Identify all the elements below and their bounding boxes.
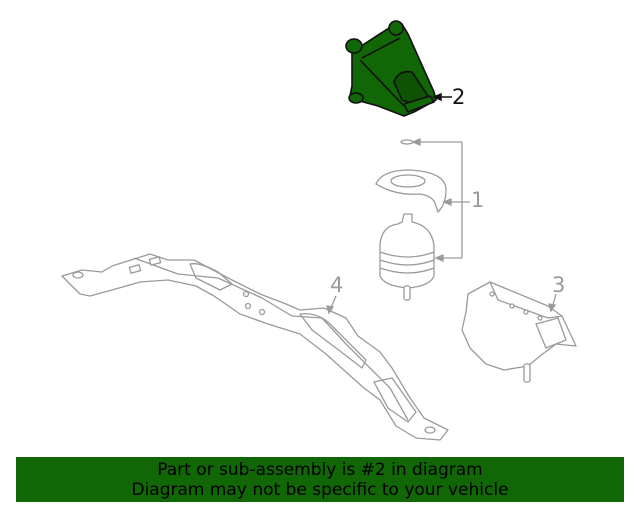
callout-number-2[interactable]: 2 bbox=[452, 85, 466, 109]
callout-number-4[interactable]: 4 bbox=[330, 273, 344, 297]
crossmember-part-4[interactable] bbox=[61, 253, 449, 441]
callout-number-3[interactable]: 3 bbox=[552, 273, 566, 297]
banner-line-disclaimer: Diagram may not be specific to your vehi… bbox=[131, 480, 509, 500]
banner-line-part-number: Part or sub-assembly is #2 in diagram bbox=[157, 460, 483, 480]
callout-number-1[interactable]: 1 bbox=[471, 188, 485, 212]
leader-3 bbox=[548, 293, 557, 313]
diagram-notice-banner: Part or sub-assembly is #2 in diagram Di… bbox=[16, 457, 624, 502]
leader-4 bbox=[326, 295, 337, 315]
leader-2 bbox=[432, 92, 452, 102]
leader-1 bbox=[411, 138, 470, 262]
transmission-mount-part-3[interactable] bbox=[461, 281, 577, 383]
mount-assembly-part-1[interactable] bbox=[375, 139, 447, 301]
bracket-part-2[interactable] bbox=[345, 20, 437, 117]
